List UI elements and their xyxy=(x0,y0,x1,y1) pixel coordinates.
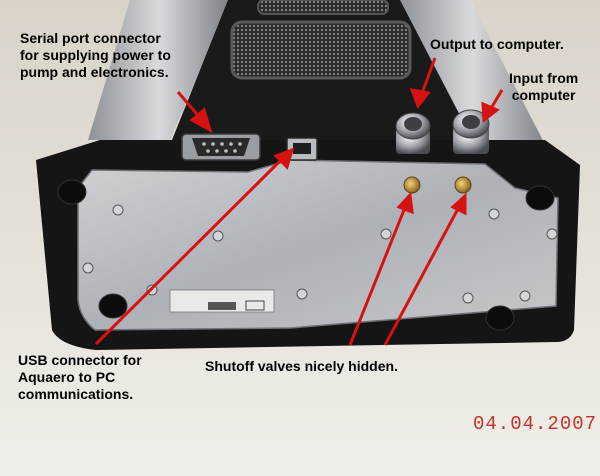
screws xyxy=(82,204,558,304)
arrow-valve-left xyxy=(348,204,408,346)
serial-port xyxy=(181,133,261,161)
output-annotation: Output to computer. xyxy=(430,36,564,52)
left-rail xyxy=(88,0,230,140)
serial-port-annotation: Serial port connector for supplying powe… xyxy=(20,30,171,80)
aquaero-logo xyxy=(208,302,236,310)
fan-grille-top xyxy=(257,0,389,15)
arrow-output xyxy=(419,57,437,97)
input-annotation: Input from computer xyxy=(509,70,579,103)
date-stamp: 04.04.2007 xyxy=(473,413,598,435)
shutoff-valve-left xyxy=(403,176,421,194)
ce-mark xyxy=(245,300,265,311)
usb-port xyxy=(286,137,318,161)
shutoff-valves-annotation: Shutoff valves nicely hidden. xyxy=(205,358,398,374)
output-fitting xyxy=(395,112,431,154)
annotation-arrows xyxy=(94,57,504,346)
rubber-feet xyxy=(57,179,555,331)
right-rail xyxy=(398,0,548,150)
usb-annotation: USB connector for Aquaero to PC communic… xyxy=(18,352,142,402)
arrow-usb xyxy=(94,154,287,346)
shutoff-valve-right xyxy=(454,176,472,194)
fan-grille xyxy=(230,20,412,80)
arrow-valve-right xyxy=(383,204,462,346)
input-fitting xyxy=(452,109,490,154)
steel-plate xyxy=(77,159,559,331)
manufacturer-plate xyxy=(169,289,275,313)
